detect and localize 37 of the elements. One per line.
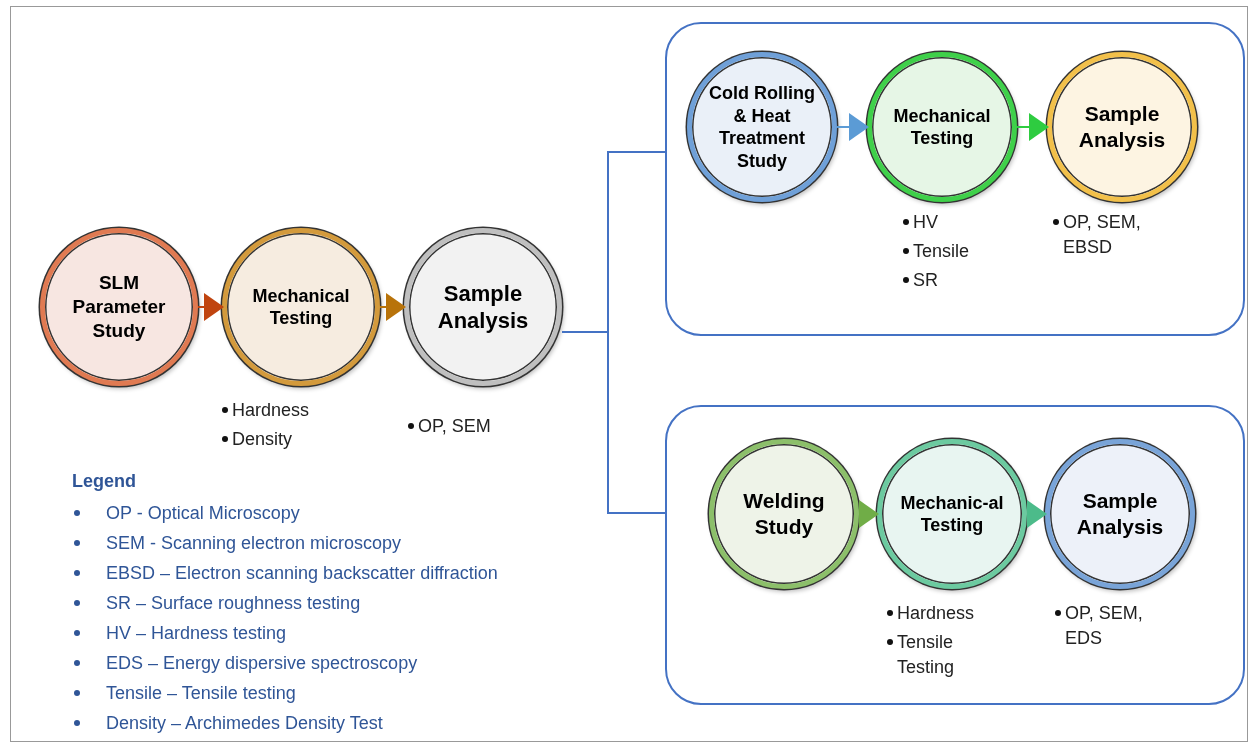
step-title: Mechanical Testing: [251, 284, 351, 330]
arrow: [858, 500, 879, 528]
legend-entry: Tensile – Tensile testing: [106, 682, 296, 705]
legend-entry: EBSD – Electron scanning backscatter diffraction: [106, 562, 498, 585]
arrow: [379, 293, 406, 321]
legend-title: Legend: [72, 470, 137, 493]
group-panel: [665, 405, 1245, 705]
legend-entry: OP - Optical Microscopy: [106, 502, 300, 525]
test-item: Hardness: [232, 399, 310, 422]
test-item: SR: [913, 268, 938, 292]
test-item: OP, SEM, EBSD: [1063, 211, 1142, 259]
arrow: [197, 293, 224, 321]
step-title: Sample Analysis: [1077, 100, 1167, 153]
arrow: [1026, 500, 1047, 528]
step-title: Sample Analysis: [436, 279, 530, 335]
legend-entry: HV – Hardness testing: [106, 622, 287, 645]
step-title: Cold Rolling & Heat Treatment Study: [708, 82, 816, 172]
arrow: [836, 113, 869, 141]
group-panel: [665, 22, 1245, 336]
legend-entry: SEM - Scanning electron microscopy: [106, 532, 402, 555]
step-title: Sample Analysis: [1075, 487, 1165, 540]
test-item: Tensile: [913, 239, 970, 263]
step-title: Mechanical Testing: [892, 104, 992, 150]
step-title: Welding Study: [742, 487, 826, 540]
step-title: Mechanic-al Testing: [899, 491, 1005, 537]
legend-entry: Density – Archimedes Density Test: [106, 712, 383, 735]
test-item: HV: [913, 211, 938, 234]
step-title: SLM Parameter Study: [71, 271, 167, 343]
test-item: OP, SEM, EDS: [1065, 602, 1144, 650]
test-item: OP, SEM: [418, 415, 491, 438]
arrow: [1016, 113, 1049, 141]
legend-entry: EDS – Energy dispersive spectroscopy: [106, 652, 418, 675]
test-item: Density: [232, 427, 293, 451]
bracket-connector: [561, 331, 666, 514]
test-item: Hardness: [897, 602, 975, 625]
test-item: Tensile Testing: [897, 630, 956, 679]
legend-entry: SR – Surface roughness testing: [106, 592, 361, 615]
